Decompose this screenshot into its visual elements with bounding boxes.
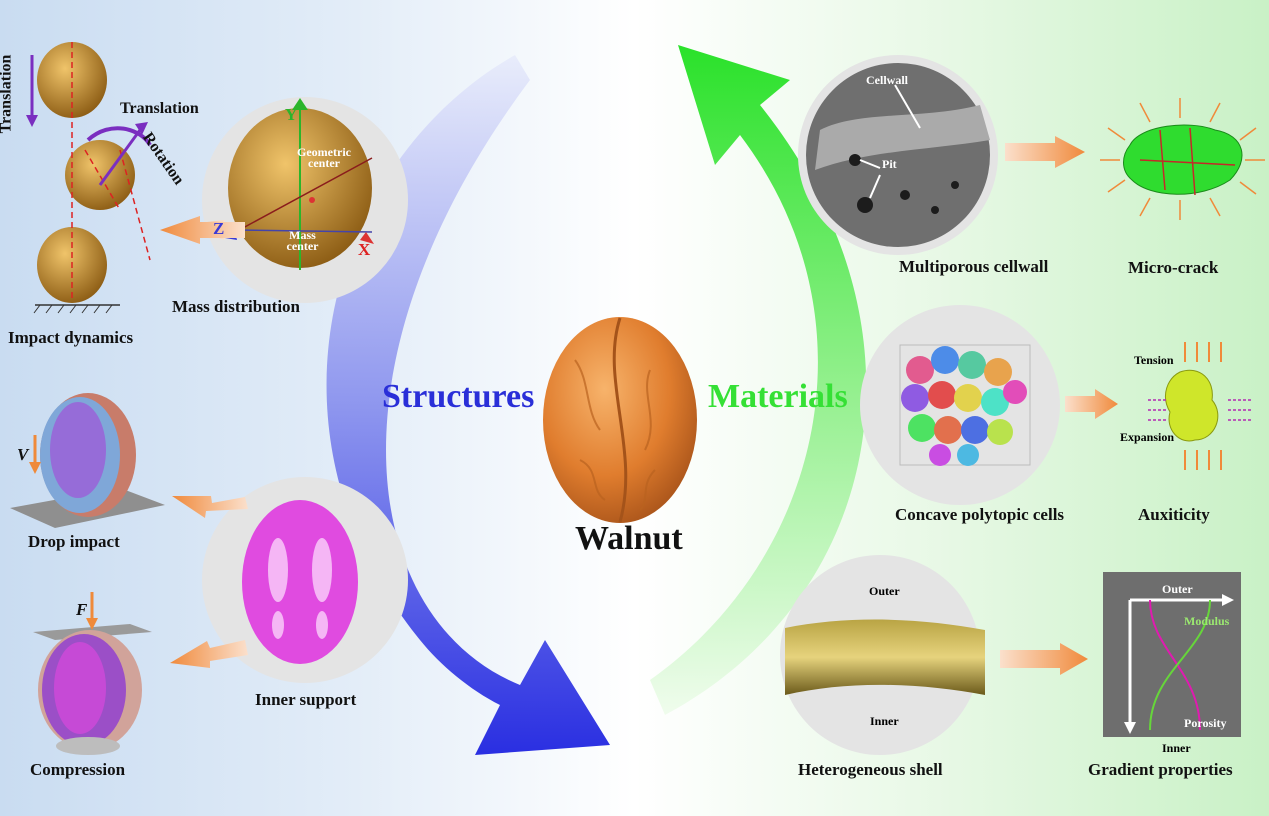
micro-crack-icon (1100, 98, 1265, 220)
translation-horizontal-label: Translation (120, 100, 199, 117)
drop-impact-label: Drop impact (28, 532, 120, 551)
gradient-inner-label: Inner (1162, 741, 1191, 755)
polytopic-cells-icon (899, 344, 1031, 466)
drop-impact-icon (10, 393, 165, 528)
impact-dynamics-label: Impact dynamics (8, 328, 134, 347)
expansion-label: Expansion (1120, 430, 1175, 444)
arrow-right-2 (1065, 389, 1118, 419)
walnut-title: Walnut (575, 520, 683, 557)
sem-cellwall-icon (806, 63, 990, 247)
velocity-symbol: V (17, 445, 29, 464)
modulus-label: Modulus (1184, 614, 1230, 628)
heterogeneous-label: Heterogeneous shell (798, 760, 943, 779)
cellwall-label: Cellwall (866, 73, 908, 87)
axis-z-label: Z (213, 219, 225, 238)
structures-title: Structures (382, 378, 535, 415)
gradient-outer-label: Outer (1162, 582, 1193, 596)
shell-outer-label: Outer (869, 584, 900, 598)
arrow-left-3 (170, 640, 248, 668)
force-symbol: F (76, 600, 88, 619)
gradient-label: Gradient properties (1088, 760, 1233, 779)
concave-label: Concave polytopic cells (895, 505, 1065, 524)
axis-y-label: Y (285, 105, 298, 124)
auxiticity-icon (1148, 342, 1252, 470)
geometric-center-label: Geometric center (297, 145, 351, 170)
arrow-left-2 (172, 496, 248, 518)
inner-support-label: Inner support (255, 690, 357, 709)
impact-dynamics-icon (26, 42, 152, 314)
mass-distribution-label: Mass distribution (172, 297, 300, 316)
porosity-label: Porosity (1184, 716, 1227, 730)
compression-icon (33, 592, 152, 755)
arrow-right-3 (1000, 643, 1088, 675)
axis-x-label: X (358, 240, 371, 259)
mass-center-label: Mass center (286, 228, 319, 253)
inner-support-icon (242, 500, 358, 664)
gradient-properties-icon (1103, 572, 1241, 737)
materials-title: Materials (708, 378, 848, 415)
multiporous-label: Multiporous cellwall (899, 257, 1049, 276)
auxiticity-label: Auxiticity (1138, 505, 1210, 524)
arrow-right-1 (1005, 136, 1085, 168)
translation-vertical-label: Translation (0, 54, 15, 134)
shell-inner-label: Inner (870, 714, 899, 728)
materials-arc (650, 45, 867, 715)
mass-distribution-icon (225, 98, 374, 270)
walnut-icon (543, 317, 697, 523)
pit-label: Pit (882, 157, 897, 171)
micro-crack-label: Micro-crack (1128, 258, 1219, 277)
compression-label: Compression (30, 760, 126, 779)
shell-section-icon (785, 619, 985, 695)
tension-label: Tension (1134, 353, 1174, 367)
arrow-left-1 (160, 216, 245, 244)
